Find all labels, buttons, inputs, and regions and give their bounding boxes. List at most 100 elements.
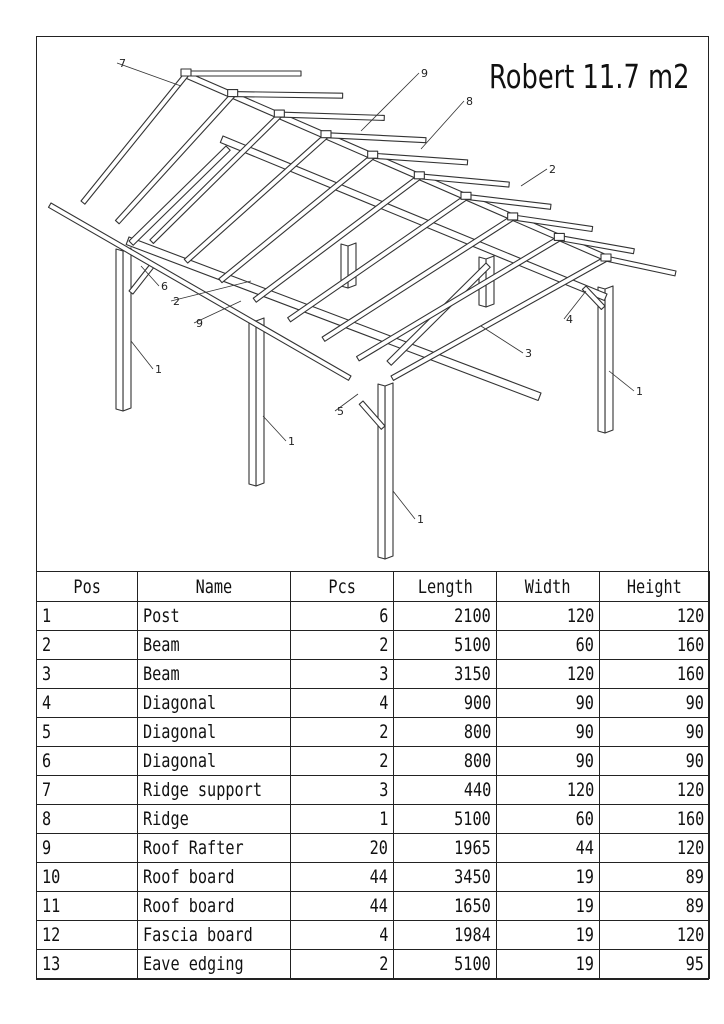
callout-label: 2 (173, 295, 180, 308)
callout-label: 8 (466, 95, 473, 108)
header-pcs: Pcs (290, 571, 394, 602)
cell-width: 90 (496, 717, 600, 747)
cell-width: 19 (496, 920, 600, 950)
cell-name: Diagonal (137, 688, 291, 718)
post-front-left-side (115, 248, 124, 412)
cell-name: Roof board (137, 891, 291, 921)
callout-label: 4 (566, 313, 573, 326)
post-right-end-side (597, 286, 606, 434)
cell-pcs: 2 (290, 717, 394, 747)
callout-label: 1 (155, 363, 162, 376)
rafter-bracket-1 (180, 68, 192, 77)
rafter-back-10 (604, 255, 677, 277)
cell-length: 440 (393, 775, 497, 805)
cell-width: 120 (496, 775, 600, 805)
crossbeam-left (128, 145, 231, 246)
callout-label: 3 (525, 347, 532, 360)
cell-width: 120 (496, 601, 600, 631)
cell-height: 89 (599, 891, 710, 921)
cell-pcs: 44 (290, 862, 394, 892)
callout-label: 9 (196, 317, 203, 330)
cell-pos: 3 (36, 659, 138, 689)
header-name: Name (137, 571, 291, 602)
cell-pcs: 6 (290, 601, 394, 631)
cell-name: Fascia board (137, 920, 291, 950)
cell-name: Roof Rafter (137, 833, 291, 863)
cell-height: 160 (599, 804, 710, 834)
cell-length: 900 (393, 688, 497, 718)
cell-height: 90 (599, 717, 710, 747)
callout-label: 2 (549, 163, 556, 176)
cell-pos: 8 (36, 804, 138, 834)
callout-label: 1 (288, 435, 295, 448)
cell-width: 19 (496, 949, 600, 979)
cell-length: 5100 (393, 949, 497, 979)
beam-front (125, 236, 542, 402)
cell-pos: 10 (36, 862, 138, 892)
callout-leader (520, 168, 548, 187)
cell-height: 90 (599, 746, 710, 776)
cell-pcs: 1 (290, 804, 394, 834)
cell-pcs: 2 (290, 630, 394, 660)
cell-width: 120 (496, 659, 600, 689)
callout-leader (262, 415, 287, 442)
post-front-right-side (377, 383, 386, 560)
callout-leader (608, 370, 635, 392)
cell-height: 95 (599, 949, 710, 979)
cell-pos: 11 (36, 891, 138, 921)
cell-height: 160 (599, 659, 710, 689)
callout-leader (392, 490, 416, 520)
cell-length: 2100 (393, 601, 497, 631)
crossbeam-right (386, 262, 491, 366)
cell-pcs: 44 (290, 891, 394, 921)
eave-edging-front (47, 202, 352, 381)
cell-pos: 2 (36, 630, 138, 660)
cell-pos: 6 (36, 746, 138, 776)
cell-length: 3150 (393, 659, 497, 689)
cell-length: 1965 (393, 833, 497, 863)
cell-pcs: 3 (290, 659, 394, 689)
diagonal-front (358, 400, 386, 430)
cell-height: 120 (599, 601, 710, 631)
header-length: Length (393, 571, 497, 602)
cell-name: Eave edging (137, 949, 291, 979)
rafter-back-2 (232, 91, 344, 99)
cell-pos: 4 (36, 688, 138, 718)
rafter-bracket-6 (413, 171, 425, 180)
rafter-front-3 (149, 111, 284, 244)
cell-length: 5100 (393, 630, 497, 660)
cell-pcs: 4 (290, 920, 394, 950)
cell-width: 19 (496, 891, 600, 921)
cell-width: 90 (496, 746, 600, 776)
cell-pcs: 20 (290, 833, 394, 863)
header-width: Width (496, 571, 600, 602)
cell-name: Beam (137, 659, 291, 689)
cell-pos: 12 (36, 920, 138, 950)
cell-width: 60 (496, 804, 600, 834)
callout-leader (130, 340, 154, 370)
cell-length: 800 (393, 717, 497, 747)
rafter-bracket-7 (460, 191, 472, 200)
cell-pcs: 3 (290, 775, 394, 805)
post-front-middle-side (248, 318, 257, 487)
header-height: Height (599, 571, 710, 602)
post-front-left (122, 247, 132, 412)
callout-label: 7 (119, 57, 126, 70)
callout-leader (193, 300, 242, 324)
table-header-row: Pos Name Pcs Length Width Height (36, 571, 710, 602)
rafter-front-1 (80, 70, 191, 205)
cell-name: Roof board (137, 862, 291, 892)
rafter-bracket-8 (507, 212, 519, 221)
callout-leader (360, 72, 420, 132)
header-pos: Pos (36, 571, 138, 602)
